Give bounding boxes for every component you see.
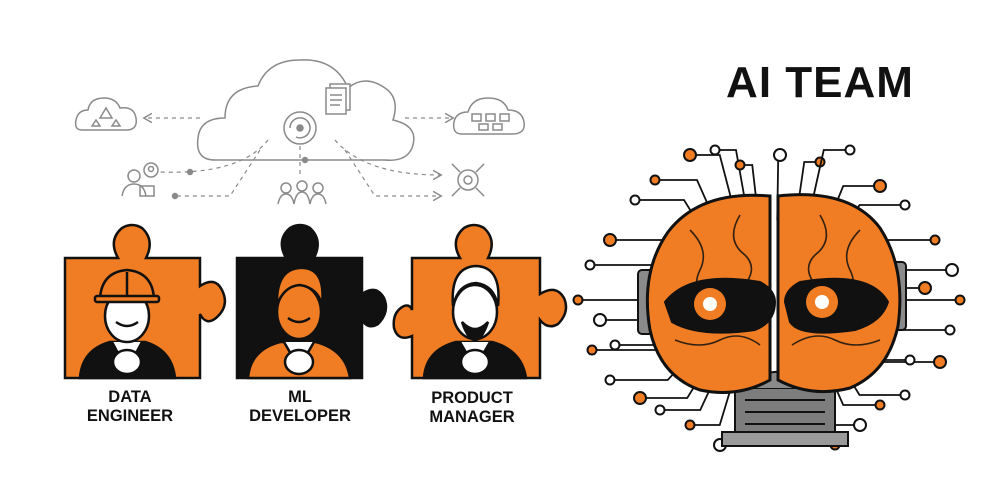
person-laptop-icon	[121, 162, 159, 197]
circuit-node	[899, 199, 911, 211]
robot-brain-icon	[572, 144, 966, 452]
engineer-avatar	[78, 268, 177, 380]
robot-eye-left	[694, 288, 726, 320]
circuit-node	[944, 324, 956, 336]
role-line: MANAGER	[429, 408, 515, 426]
hierarchy-cloud-icon	[74, 97, 138, 131]
circuit-node	[572, 294, 584, 306]
circuit-node	[918, 281, 932, 295]
circuit-node	[773, 148, 787, 162]
circuit-node	[904, 354, 916, 366]
circuit-node	[853, 418, 867, 432]
circuit-node	[929, 234, 941, 246]
circuit-node	[734, 159, 746, 171]
circuit-node	[586, 344, 598, 356]
developer-avatar	[246, 266, 352, 380]
robot-eye-right	[806, 286, 838, 318]
circuit-node	[584, 259, 596, 271]
puzzle-piece-ml-developer	[235, 223, 388, 380]
circuit-node	[603, 233, 617, 247]
page-title: AI TEAM	[726, 58, 914, 107]
network-cloud-icon	[452, 97, 525, 135]
circuit-node	[954, 294, 966, 306]
puzzle-piece-product-manager	[392, 223, 568, 380]
circuit-node	[609, 339, 621, 351]
circuit-node	[649, 174, 661, 186]
role-label-product-manager: PRODUCT MANAGER	[402, 389, 542, 427]
cloud-network	[74, 59, 525, 205]
circuit-node	[874, 399, 886, 411]
circuit-node	[604, 374, 616, 386]
role-label-ml-developer: ML DEVELOPER	[230, 388, 370, 426]
group-icon	[277, 180, 327, 205]
role-line: DEVELOPER	[249, 407, 351, 425]
role-line: PRODUCT	[431, 389, 513, 407]
role-line: ENGINEER	[86, 407, 174, 425]
circuit-node	[899, 389, 911, 401]
role-line: ML	[288, 388, 312, 406]
role-label-data-engineer: DATA ENGINEER	[60, 388, 200, 426]
document-icon	[325, 83, 351, 115]
puzzle-piece-data-engineer	[63, 223, 227, 380]
role-line: DATA	[108, 388, 152, 406]
circuit-node	[593, 313, 607, 327]
circuit-node	[844, 144, 856, 156]
circuit-node	[654, 404, 666, 416]
hub-icon	[451, 163, 485, 197]
circuit-node	[945, 263, 959, 277]
cloud-icon	[196, 59, 415, 161]
circuit-node	[684, 419, 696, 431]
circuit-node	[873, 179, 887, 193]
circuit-node	[933, 355, 947, 369]
circuit-node	[683, 148, 697, 162]
cycle-icon	[283, 111, 317, 145]
circuit-node	[633, 391, 647, 405]
circuit-node	[709, 144, 721, 156]
circuit-node	[629, 194, 641, 206]
manager-avatar	[422, 264, 528, 380]
